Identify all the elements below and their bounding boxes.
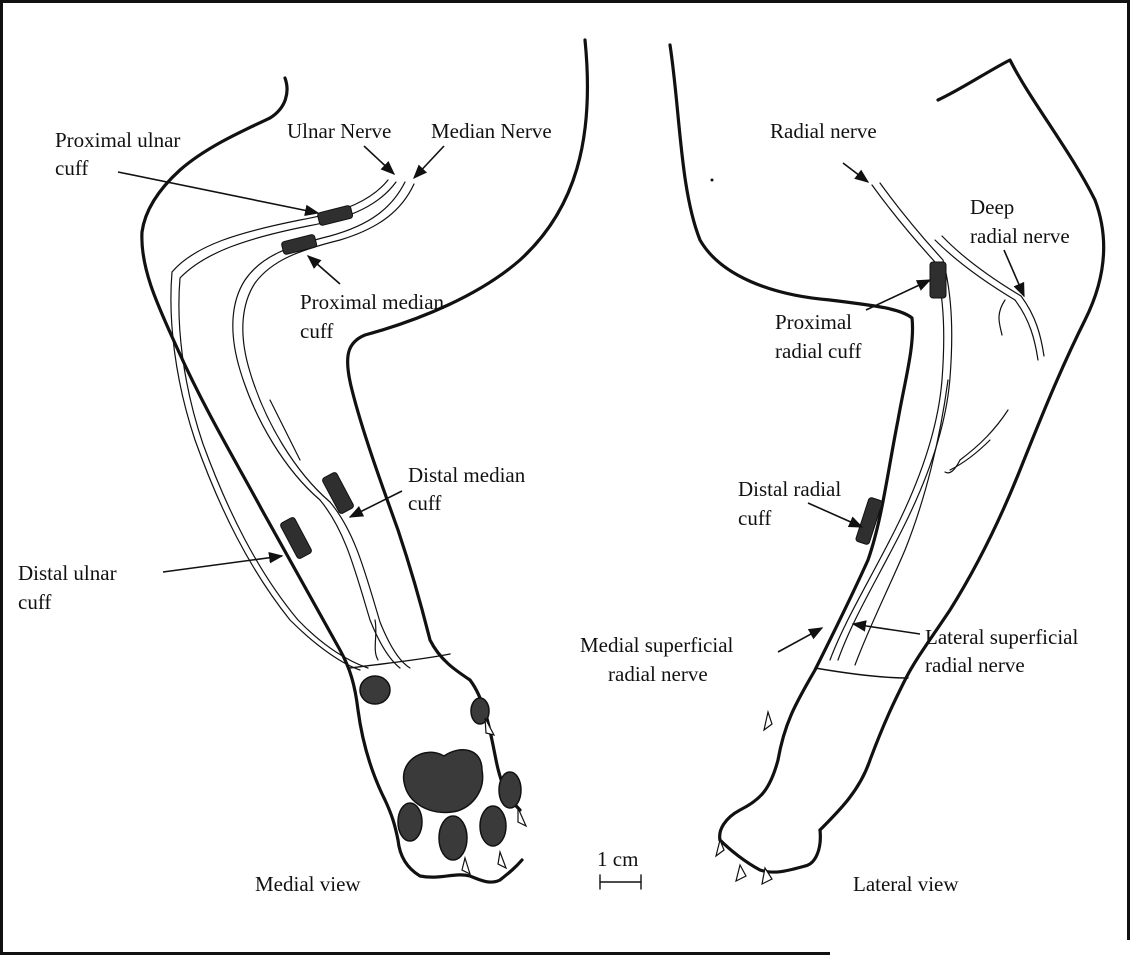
medial-claw-4: [462, 858, 470, 874]
label-radial-nerve: Radial nerve: [770, 119, 877, 143]
arrow-medial-superficial: [778, 628, 822, 652]
label-medial-superficial-1: Medial superficial: [580, 633, 734, 657]
muscle-branch-2: [950, 440, 990, 470]
label-proximal-radial-1: Proximal: [775, 310, 852, 334]
medial-toe-pad-1: [398, 803, 422, 841]
arrow-deep-radial-nerve: [1004, 250, 1024, 296]
radial-nerve-a: [830, 185, 944, 660]
label-distal-radial-1: Distal radial: [738, 477, 841, 501]
arrow-distal-radial-cuff: [808, 503, 862, 527]
label-distal-ulnar-2: cuff: [18, 590, 51, 614]
medial-carpal-pad: [360, 676, 390, 704]
median-branch-2: [375, 620, 378, 660]
label-medial-view: Medial view: [255, 872, 361, 896]
muscle-branch: [945, 410, 1008, 473]
label-proximal-median-2: cuff: [300, 319, 333, 343]
proximal-radial-cuff: [930, 262, 946, 298]
arrow-distal-ulnar-cuff: [163, 556, 282, 572]
deep-radial-branch: [999, 300, 1005, 335]
medial-toe-pad-4: [499, 772, 521, 808]
label-proximal-median-1: Proximal median: [300, 290, 445, 314]
medial-claw-1: [485, 718, 494, 735]
medial-limb: [142, 40, 588, 882]
medial-toe-pad-2: [439, 816, 467, 860]
label-lateral-view: Lateral view: [853, 872, 959, 896]
medial-limb-outline-left: [142, 78, 398, 840]
medial-claw-3: [498, 852, 506, 868]
label-ulnar-nerve: Ulnar Nerve: [287, 119, 391, 143]
label-distal-median-1: Distal median: [408, 463, 526, 487]
scale-bar: [600, 875, 641, 889]
label-distal-radial-2: cuff: [738, 506, 771, 530]
label-proximal-radial-2: radial cuff: [775, 339, 861, 363]
label-scale: 1 cm: [597, 847, 638, 871]
deep-radial-nerve-b: [942, 236, 1044, 356]
medial-claw-2: [518, 808, 526, 826]
label-medial-superficial-2: radial nerve: [608, 662, 708, 686]
label-distal-median-2: cuff: [408, 491, 441, 515]
label-proximal-ulnar-1: Proximal ulnar: [55, 128, 180, 152]
medial-toe-pad-3: [480, 806, 506, 846]
lateral-paw-outline: [720, 830, 820, 872]
stray-dot: [711, 179, 714, 182]
medial-main-pad: [404, 750, 483, 813]
arrow-lateral-superficial: [853, 624, 920, 634]
arrow-distal-median-cuff: [350, 491, 402, 517]
label-deep-radial-1: Deep: [970, 195, 1014, 219]
lateral-claw-2: [736, 865, 746, 881]
label-distal-ulnar-1: Distal ulnar: [18, 561, 117, 585]
arrow-median-nerve: [414, 146, 444, 178]
arrow-proximal-ulnar-cuff: [118, 172, 318, 213]
lateral-limb-outline-right: [820, 60, 1104, 830]
arrow-ulnar-nerve: [364, 146, 394, 174]
arrow-proximal-radial-cuff: [866, 280, 930, 310]
lateral-limb-outline-left: [670, 45, 913, 840]
arrow-radial-nerve: [843, 163, 868, 182]
median-nerve-a: [233, 182, 405, 668]
label-proximal-ulnar-2: cuff: [55, 156, 88, 180]
arrow-proximal-median-cuff: [308, 256, 340, 284]
median-nerve-b: [243, 184, 414, 668]
lateral-claw-4: [764, 712, 772, 730]
medial-wrist-band: [350, 654, 450, 668]
label-lateral-superficial-1: Lateral superficial: [925, 625, 1078, 649]
label-median-nerve: Median Nerve: [431, 119, 552, 143]
lateral-wrist-band: [815, 668, 908, 678]
lateral-limb: [670, 45, 1104, 884]
label-lateral-superficial-2: radial nerve: [925, 653, 1025, 677]
proximal-ulnar-cuff: [317, 205, 353, 226]
label-deep-radial-2: radial nerve: [970, 224, 1070, 248]
